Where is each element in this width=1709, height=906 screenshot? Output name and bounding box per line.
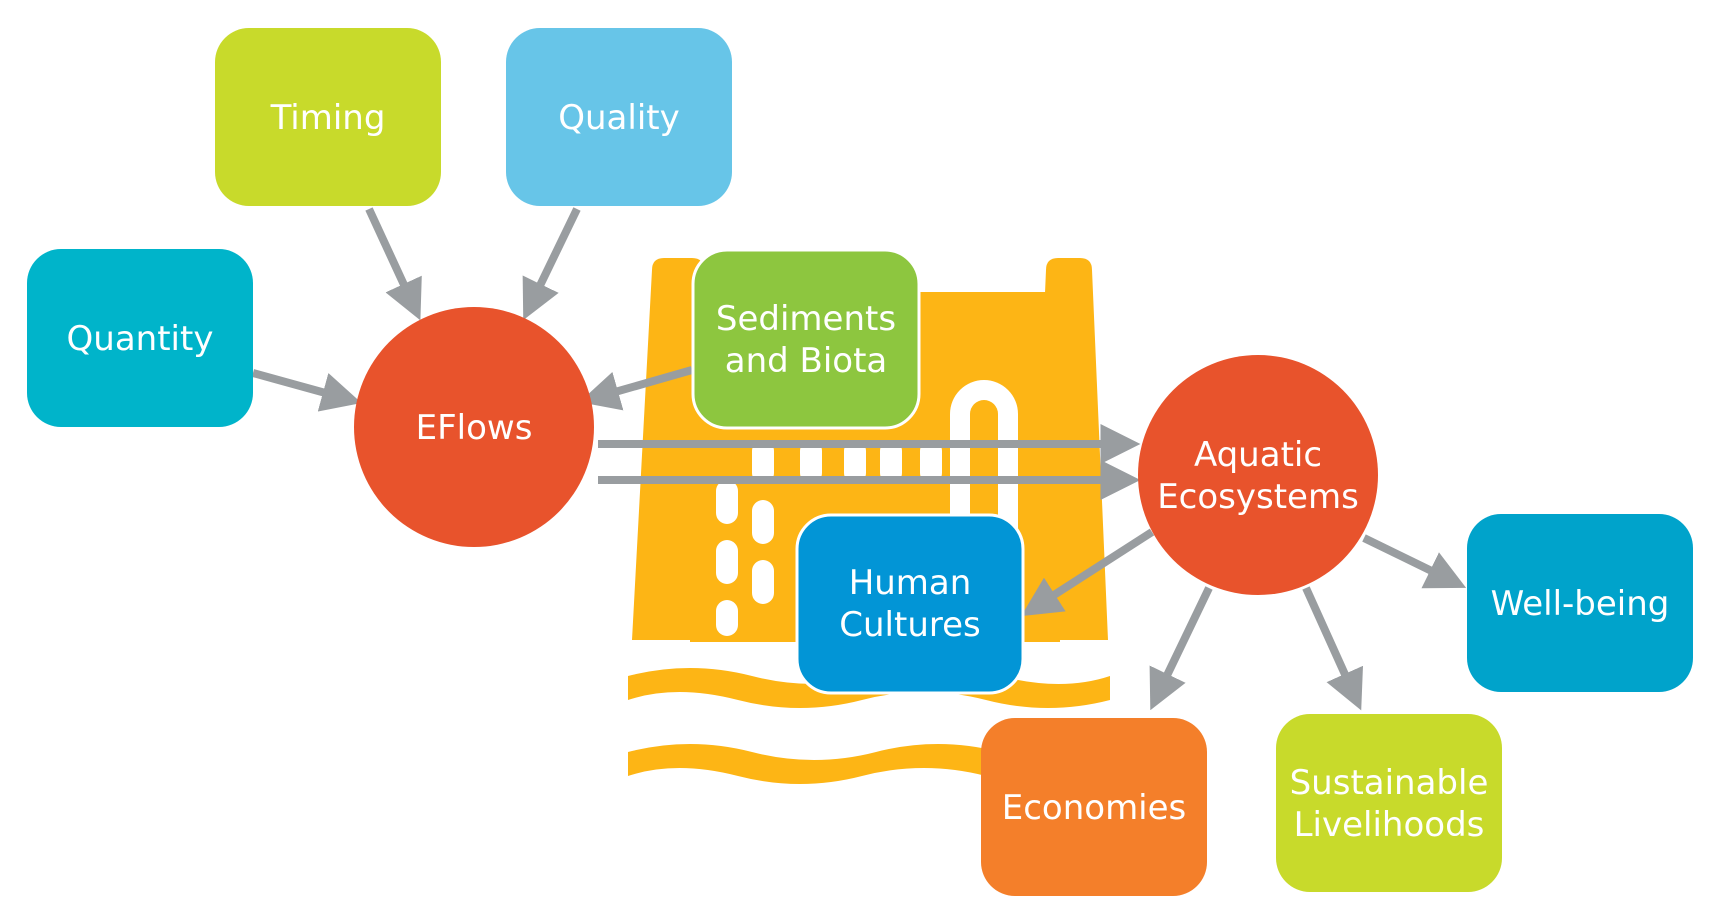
node-aquatic-circle [1138,355,1378,595]
node-quantity-label: Quantity [67,319,214,359]
node-label-line: Timing [270,98,386,138]
arrow-aquatic-to-well-being [1362,534,1467,589]
node-quality: Quality [506,28,732,206]
node-quantity-box [27,249,253,427]
node-economies-label: Economies [1002,788,1187,828]
node-timing-box [215,28,441,206]
node-livelihoods-box [1276,714,1502,892]
arrow-quantity-to-eflows [251,369,362,412]
node-quality-box [506,28,732,206]
node-label-line: EFlows [416,408,533,448]
arrow-aquatic-to-economies [1149,586,1213,711]
node-economies: Economies [981,718,1207,896]
arrow-timing-to-eflows [365,207,422,321]
node-sediments-box [691,248,921,430]
node-label-line: Sustainable [1290,763,1489,803]
node-timing: Timing [215,28,441,206]
node-economies-box [981,718,1207,896]
node-well-being-box [1467,514,1693,692]
arrow-sediments-to-eflows [579,366,694,411]
node-label-line: Aquatic [1194,435,1322,475]
node-label-line: Well-being [1491,584,1670,624]
node-label-line: Quantity [67,319,214,359]
node-label-line: Livelihoods [1294,805,1485,845]
arrow-aquatic-to-human-cultures [1021,528,1155,617]
arrow-quality-to-eflows [522,207,581,321]
node-label-line: Human [849,563,972,603]
node-label-line: Ecosystems [1157,477,1359,517]
node-human-cultures-box [795,513,1025,695]
node-well-being-label: Well-being [1491,584,1670,624]
node-timing-label: Timing [270,98,386,138]
arrow-aquatic-to-livelihoods [1302,586,1363,711]
node-label-line: Economies [1002,788,1187,828]
node-quantity: Quantity [27,249,253,427]
node-eflows-label: EFlows [416,408,533,448]
node-label-line: Quality [558,98,680,138]
node-eflows-circle [354,307,594,547]
node-label-line: and Biota [725,341,888,381]
arrows [251,207,1467,711]
node-eflows: EFlows [354,307,594,547]
node-well-being: Well-being [1467,514,1693,692]
node-quality-label: Quality [558,98,680,138]
node-label-line: Cultures [839,605,980,645]
node-label-line: Sediments [716,299,896,339]
